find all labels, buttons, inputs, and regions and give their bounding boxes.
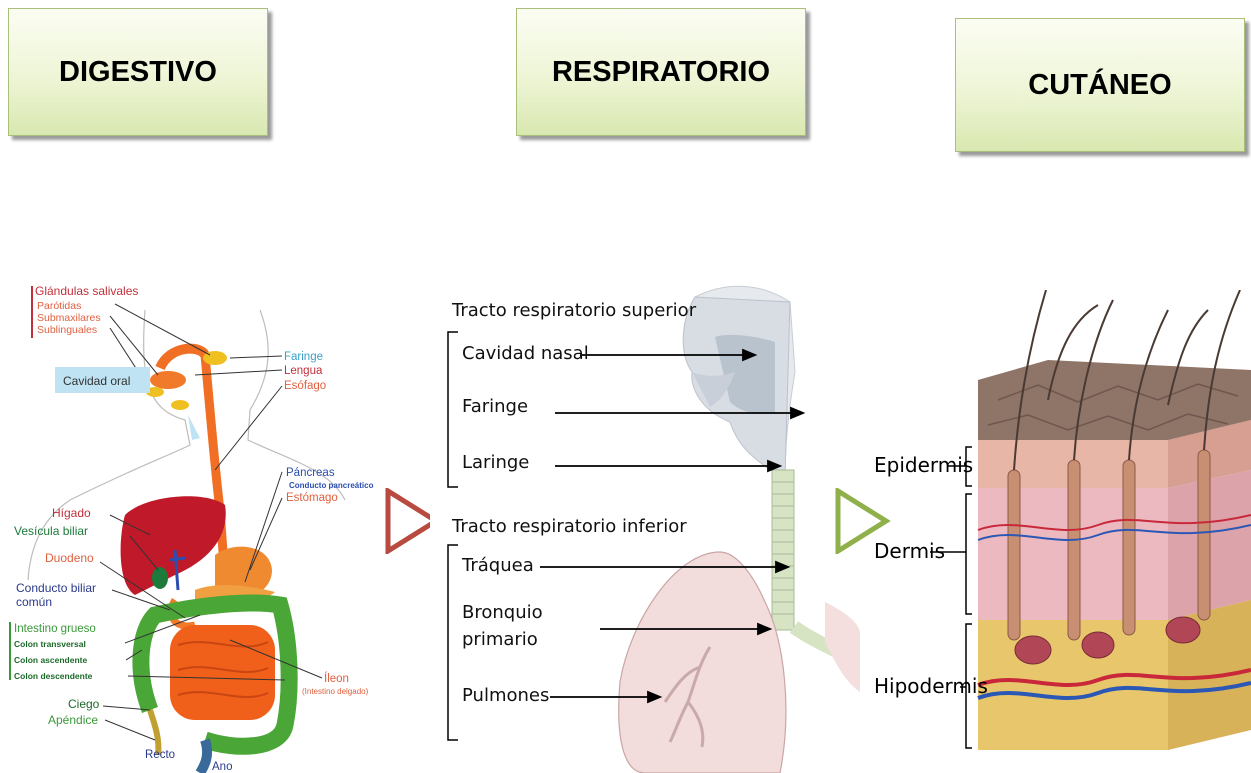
label-duodenum: Duodeno: [45, 551, 94, 565]
label-hypodermis: Hipodermis: [874, 674, 988, 698]
label-small-intestine: (Intestino delgado): [302, 687, 369, 696]
label-salivary-glands: Glándulas salivales: [35, 284, 138, 298]
label-large-intestine: Intestino grueso: [14, 623, 96, 635]
label-sublingual: Sublinguales: [37, 324, 97, 336]
label-upper-tract: Tracto respiratorio superior: [451, 300, 697, 321]
respiratory-diagram: Tracto respiratorio superior Cavidad nas…: [430, 242, 860, 773]
label-bronchus-1: Bronquio: [462, 602, 543, 623]
label-descending-colon: Colon descendente: [14, 671, 93, 681]
skin-diagram: Epidermis Dermis Hipodermis: [868, 290, 1251, 773]
label-larynx: Laringe: [462, 452, 529, 473]
label-ascending-colon: Colon ascendente: [14, 655, 87, 665]
label-esophagus: Esófago: [284, 380, 326, 392]
digestive-diagram: Cavidad oral Glándulas salivales Parótid…: [0, 270, 400, 773]
label-rectum: Recto: [145, 749, 175, 761]
label-stomach: Estómago: [286, 492, 338, 504]
label-lower-tract: Tracto respiratorio inferior: [451, 516, 687, 537]
label-cecum: Ciego: [68, 697, 100, 711]
label-trachea: Tráquea: [461, 555, 534, 576]
label-dermis: Dermis: [874, 539, 945, 563]
title-respiratory: RESPIRATORIO: [516, 8, 806, 136]
label-bile-duct-1: Conducto biliar: [16, 581, 96, 595]
label-lungs: Pulmones: [462, 685, 549, 706]
label-tongue: Lengua: [284, 365, 323, 377]
label-ileum: Íleon: [324, 672, 349, 685]
label-bile-duct-2: común: [16, 595, 52, 609]
label-gallbladder: Vesícula biliar: [14, 524, 88, 538]
label-pancreas: Páncreas: [286, 467, 335, 479]
label-pharynx: Faringe: [284, 351, 323, 363]
label-parotids: Parótidas: [37, 300, 81, 312]
label-bronchus-2: primario: [462, 629, 538, 650]
label-liver: Hígado: [52, 506, 91, 520]
label-appendix: Apéndice: [48, 713, 98, 727]
label-nasal-cavity: Cavidad nasal: [462, 343, 589, 364]
label-epidermis: Epidermis: [874, 453, 973, 477]
label-transverse-colon: Colon transversal: [14, 639, 86, 649]
label-oral-cavity: Cavidad oral: [63, 374, 130, 388]
label-anus: Ano: [212, 761, 232, 773]
label-submaxillary: Submaxilares: [37, 312, 101, 324]
title-digestive: DIGESTIVO: [8, 8, 268, 136]
label-pancreatic-duct: Conducto pancreático: [289, 481, 374, 490]
title-skin: CUTÁNEO: [955, 18, 1245, 152]
label-pharynx-resp: Faringe: [462, 396, 528, 417]
